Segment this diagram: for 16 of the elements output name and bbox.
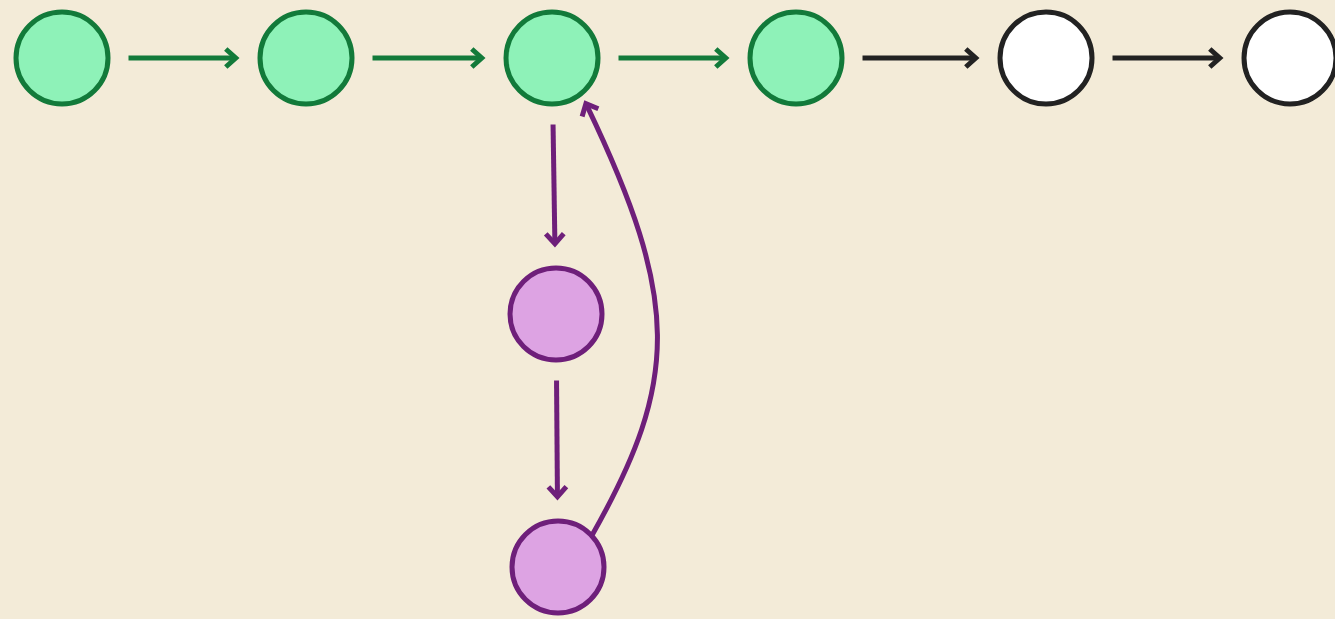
arrow: [372, 47, 486, 69]
circle-node: [257, 9, 355, 107]
circle-node: [503, 9, 601, 107]
circle-node: [509, 518, 607, 616]
arrow: [618, 47, 730, 69]
circle-node: [997, 9, 1095, 107]
arrow: [546, 380, 569, 501]
arrow: [543, 124, 566, 248]
arrow: [579, 100, 660, 536]
arrow: [1112, 47, 1224, 69]
arrow: [128, 47, 240, 69]
arrow: [862, 47, 980, 69]
circle-node: [1241, 9, 1335, 107]
circle-node: [13, 9, 111, 107]
circle-node: [507, 265, 605, 363]
circle-node: [747, 9, 845, 107]
